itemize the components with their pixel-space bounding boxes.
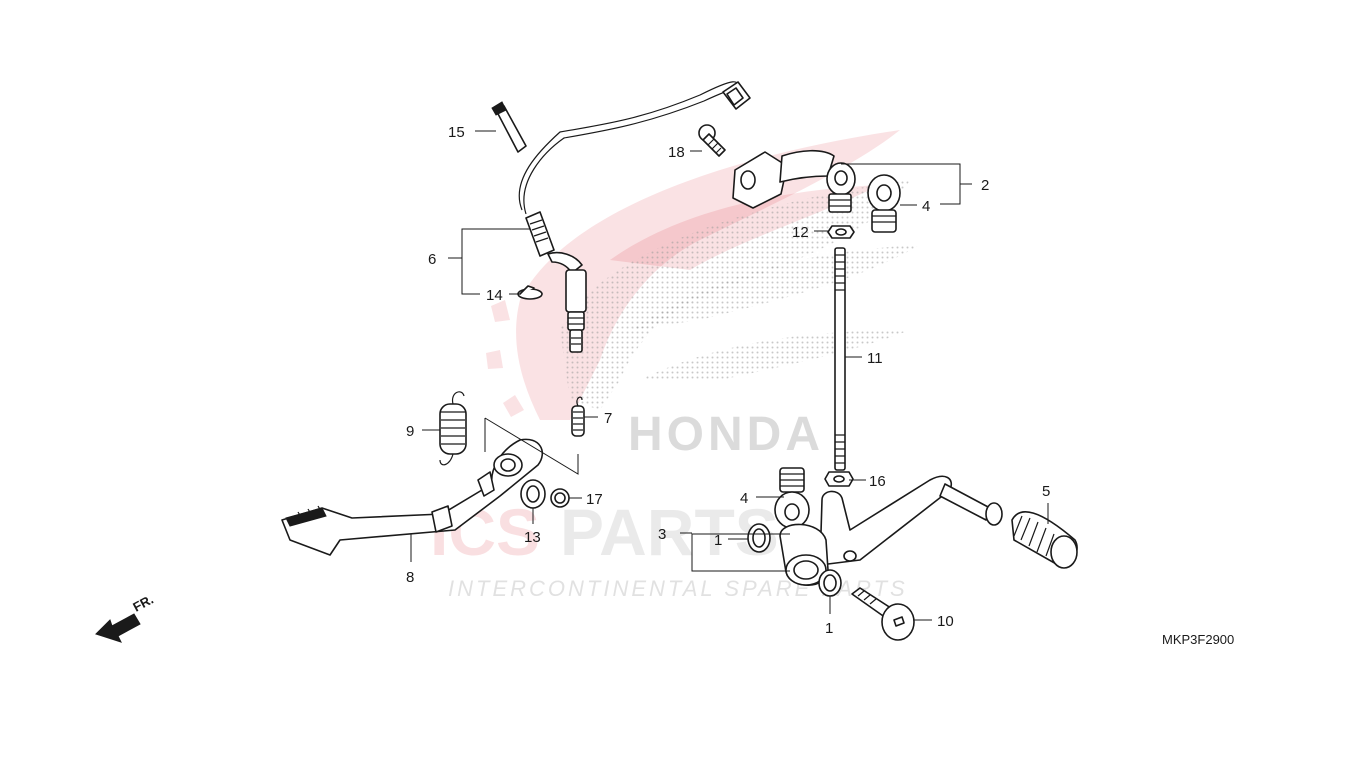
part-3-gearshift-arm[interactable] (779, 475, 1003, 586)
part-6-brake-switch[interactable] (518, 81, 751, 353)
part-10-pivot-bolt[interactable] (851, 587, 915, 641)
callout-16: 16 (869, 473, 886, 490)
part-7-switch-spring[interactable] (571, 396, 585, 437)
callout-9: 9 (406, 423, 414, 440)
front-indicator-text: FR. (130, 592, 156, 615)
part-15-clip[interactable] (491, 101, 527, 153)
part-1-seal-lower[interactable] (818, 569, 842, 597)
callout-11: 11 (867, 350, 883, 367)
part-13-washer[interactable] (520, 479, 546, 509)
callout-5: 5 (1042, 483, 1050, 500)
part-4-upper-ball-joint[interactable] (867, 174, 901, 233)
part-18-bolt[interactable] (698, 124, 726, 157)
callout-10: 10 (937, 613, 954, 630)
callout-12: 12 (792, 224, 809, 241)
part-5-peg-rubber[interactable] (1011, 511, 1078, 569)
diagram-code: MKP3F2900 (1162, 632, 1234, 647)
callout-2: 2 (981, 177, 989, 194)
honda-watermark-text: HONDA (628, 408, 824, 461)
callout-labels: 15 18 2 4 12 6 14 11 7 9 16 4 17 5 13 3 … (406, 124, 1050, 637)
part-9-return-spring[interactable] (439, 391, 467, 466)
callout-17: 17 (586, 491, 603, 508)
part-2-rod-end[interactable] (732, 149, 856, 213)
callout-6: 6 (428, 251, 436, 268)
part-16-nut[interactable] (824, 471, 854, 487)
part-4-lower-ball-joint[interactable] (774, 467, 810, 529)
callout-4-lower: 4 (740, 490, 748, 507)
callout-7: 7 (604, 410, 612, 427)
callout-1-lower: 1 (825, 620, 833, 637)
callout-3: 3 (658, 526, 666, 543)
callout-13: 13 (524, 529, 541, 546)
callout-18: 18 (668, 144, 685, 161)
callout-14: 14 (486, 287, 503, 304)
leader-lines (410, 130, 1049, 621)
part-17-snap-ring[interactable] (550, 488, 570, 508)
part-1-seal-upper[interactable] (747, 523, 771, 553)
callout-4-upper: 4 (922, 198, 930, 215)
callout-1-upper: 1 (714, 532, 722, 549)
front-direction-arrow: FR. (95, 592, 156, 643)
callout-8: 8 (406, 569, 414, 586)
part-8-brake-pedal[interactable] (281, 438, 544, 556)
ics-logo-grey: PARTS (560, 495, 779, 569)
part-12-nut[interactable] (827, 225, 855, 239)
part-11-shift-rod[interactable] (834, 247, 846, 471)
callout-15: 15 (448, 124, 465, 141)
